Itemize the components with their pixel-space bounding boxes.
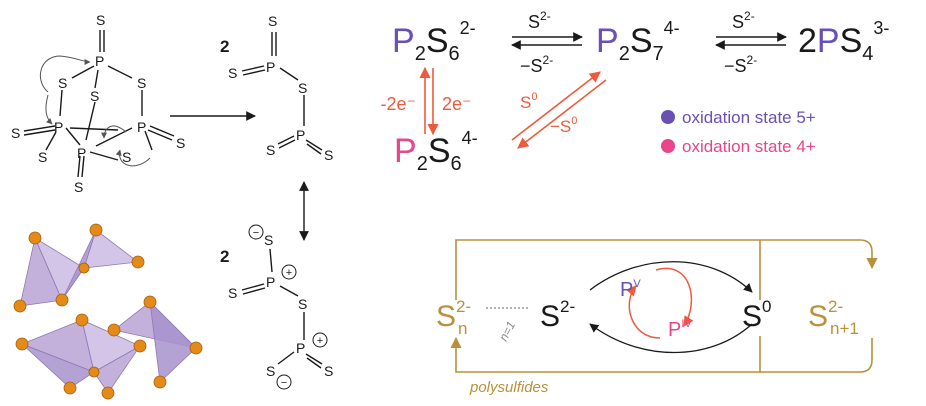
- atom-s: S: [122, 149, 131, 165]
- atom-s: S: [137, 75, 146, 91]
- atom-s: S: [38, 149, 47, 165]
- legend: oxidation state 5+ oxidation state 4+: [661, 108, 816, 156]
- atom-s: S: [74, 179, 83, 195]
- svg-text:−S2-: −S2-: [520, 53, 553, 76]
- svg-text:P2S64-: P2S64-: [394, 128, 478, 175]
- species-p2s6-4minus: P2S64-: [394, 128, 478, 175]
- species-s0: S0: [742, 297, 771, 333]
- atom-p: P: [77, 145, 86, 161]
- atom-s: S: [324, 363, 333, 379]
- atom-s: S: [228, 285, 237, 301]
- svg-text:S2-: S2-: [732, 9, 755, 32]
- minus-charge: [276, 374, 292, 390]
- dimer-count: 2: [220, 37, 229, 56]
- plus-charge: [281, 264, 297, 280]
- atom-s: S: [266, 142, 275, 158]
- atom-p: P: [296, 340, 305, 356]
- plus-charge: [312, 332, 328, 348]
- svg-text:−: −: [253, 227, 259, 239]
- atom-s: S: [96, 12, 105, 28]
- atom-s: S: [268, 13, 277, 29]
- species-pv: PV: [620, 278, 641, 301]
- species-sn: S2-: [436, 297, 471, 333]
- atom-p: P: [266, 59, 275, 75]
- legend-label-5plus: oxidation state 5+: [682, 108, 816, 127]
- species-s2minus: S2-: [540, 297, 575, 333]
- species-p2s6-2minus: P2S62-: [392, 18, 476, 65]
- polysulfide-cycle: S2- n n=1 S2- PV PIV S0 S2- n+1 poly: [436, 239, 878, 396]
- atom-s: S: [228, 65, 237, 81]
- species-sn1: S2-: [808, 297, 843, 333]
- atom-s: S: [298, 296, 307, 312]
- label-plus-2e: 2e⁻: [442, 94, 472, 114]
- species-sn1-subscript: n+1: [830, 319, 859, 338]
- atom-s: S: [264, 232, 273, 248]
- atom-p: P: [296, 127, 305, 143]
- atom-s: S: [90, 88, 99, 104]
- p2s6-dimer-top: 2 S P S S P S S: [220, 13, 333, 163]
- legend-dot-5plus: [661, 110, 675, 124]
- svg-text:P2S74-: P2S74-: [596, 18, 680, 65]
- species-p2s7-4minus: P2S74-: [596, 18, 680, 65]
- n-equals-one: n=1: [496, 319, 518, 344]
- p2s6-dimer-zwitterion: 2 − S P + S S P + S S −: [220, 224, 333, 390]
- atom-p: P: [54, 119, 63, 135]
- dimer-count: 2: [220, 247, 229, 266]
- svg-text:P2S62-: P2S62-: [392, 18, 476, 65]
- equilibrium-arrow-1: S2- −S2-: [511, 9, 583, 76]
- atom-p: P: [95, 53, 104, 69]
- atom-s: S: [298, 80, 307, 96]
- polysulfides-label: polysulfides: [469, 379, 549, 396]
- atom-s: S: [324, 147, 333, 163]
- species-ps4-3minus: 2PS43-: [798, 18, 889, 65]
- atom-s: S: [266, 363, 275, 379]
- atom-s: S: [176, 135, 185, 151]
- atom-p: P: [266, 274, 275, 290]
- equilibrium-arrow-2: S2- −S2-: [715, 9, 787, 76]
- species-piv: PIV: [668, 318, 692, 341]
- svg-text:+: +: [317, 335, 323, 347]
- atom-p: P: [137, 119, 146, 135]
- p4s10-cage: S P S S S P P S S P S S S: [11, 12, 185, 195]
- svg-text:−: −: [281, 377, 287, 389]
- svg-text:2PS43-: 2PS43-: [798, 18, 889, 65]
- svg-text:S2-: S2-: [528, 9, 551, 32]
- minus-charge: [248, 224, 264, 240]
- species-sn-subscript: n: [458, 319, 467, 338]
- atom-s: S: [58, 75, 67, 91]
- svg-text:−S2-: −S2-: [724, 53, 757, 76]
- svg-text:S0: S0: [520, 91, 537, 112]
- atom-s: S: [11, 125, 20, 141]
- svg-text:−S0: −S0: [550, 115, 577, 136]
- legend-dot-4plus: [661, 139, 675, 153]
- legend-label-4plus: oxidation state 4+: [682, 137, 816, 156]
- redox-arrows-vertical: -2e⁻ 2e⁻: [380, 66, 472, 136]
- label-minus-2e: -2e⁻: [380, 94, 416, 114]
- svg-text:+: +: [286, 267, 292, 279]
- redox-arrows-diagonal: S0 −S0: [511, 71, 607, 149]
- crystal-structure: [13, 223, 203, 400]
